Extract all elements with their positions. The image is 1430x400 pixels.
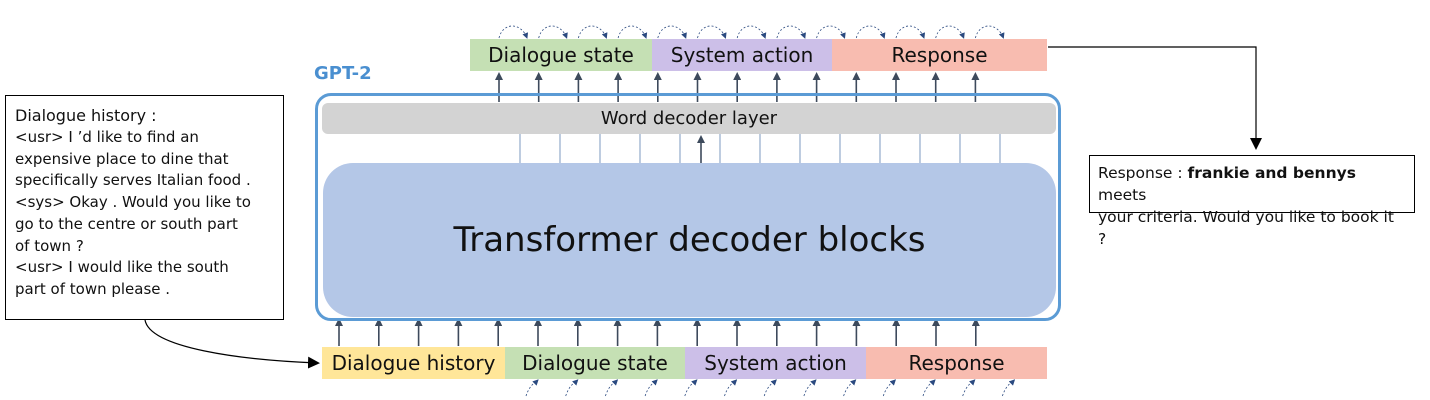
loop-arrow (617, 25, 648, 39)
loop-arrow (697, 25, 727, 39)
loop-arrow (525, 379, 539, 397)
loop-arrow (975, 25, 1005, 39)
history-line: <usr> I ’d like to find an (15, 128, 199, 146)
loop-arrow (736, 25, 767, 39)
loop-arrow (605, 379, 619, 397)
gpt2-frame (315, 93, 1061, 321)
loop-arrow (1002, 379, 1016, 397)
loop-arrow (763, 379, 777, 397)
history-line: <usr> I would like the south (15, 258, 229, 277)
loop-arrow (855, 25, 886, 39)
loop-arrow (565, 379, 579, 397)
loop-arrow (816, 25, 846, 39)
loop-arrow (538, 25, 568, 39)
output-arrows (495, 72, 980, 102)
bottom-segment-dialogue-history: Dialogue history (322, 347, 505, 379)
loop-arrow (803, 379, 817, 397)
top-autoregressive-loops (498, 25, 1005, 39)
loop-arrow (962, 379, 976, 397)
top-segment-dialogue-state: Dialogue state (470, 39, 652, 71)
loop-arrow (724, 379, 738, 397)
history-line: <sys> Okay . Would you like to (15, 193, 251, 212)
transformer-decoder-blocks: Transformer decoder blocks (323, 163, 1056, 317)
response-prefix: Response : (1098, 164, 1188, 182)
loop-arrow (684, 379, 698, 397)
gpt2-label: GPT-2 (314, 63, 372, 84)
response-suffix: meets (1098, 186, 1147, 204)
dialogue-history-box: Dialogue history : <usr> I ’d like to fi… (5, 95, 284, 320)
loop-arrow (895, 25, 926, 39)
loop-arrow (498, 25, 529, 39)
loop-arrow (922, 379, 936, 397)
input-arrows (335, 318, 980, 346)
top-segment-system-action: System action (652, 39, 832, 71)
response-entity: frankie and bennys (1187, 164, 1356, 182)
loop-arrow (776, 25, 806, 39)
response-output-box: Response : frankie and bennys meets your… (1089, 155, 1415, 248)
loop-arrow (657, 25, 687, 39)
loop-arrow (578, 25, 608, 39)
loop-arrow (935, 25, 965, 39)
loop-arrow (644, 379, 658, 397)
word-decoder-connectors (519, 134, 1001, 163)
response-line2: your criteria. Would you like to book it… (1098, 208, 1394, 248)
loop-arrow (882, 379, 897, 397)
history-line: specifically serves Italian food . (15, 171, 251, 190)
history-to-input-arrow (144, 319, 320, 369)
dialogue-history-title: Dialogue history : (15, 106, 157, 125)
history-line: go to the centre or south part (15, 214, 238, 233)
history-line: expensive place to dine that (15, 149, 229, 168)
bottom-segment-response: Response (866, 347, 1047, 379)
history-line: of town ? (15, 236, 84, 255)
loop-arrow (843, 379, 857, 397)
transformer-label: Transformer decoder blocks (453, 220, 926, 260)
top-segment-response: Response (832, 39, 1047, 71)
bottom-autoregressive-loops (525, 379, 1016, 397)
response-to-output-arrow (1048, 46, 1262, 150)
bottom-segment-dialogue-state: Dialogue state (505, 347, 685, 379)
bottom-segment-system-action: System action (685, 347, 866, 379)
word-decoder-layer: Word decoder layer (322, 103, 1056, 134)
history-line: part of town please . (15, 279, 171, 298)
